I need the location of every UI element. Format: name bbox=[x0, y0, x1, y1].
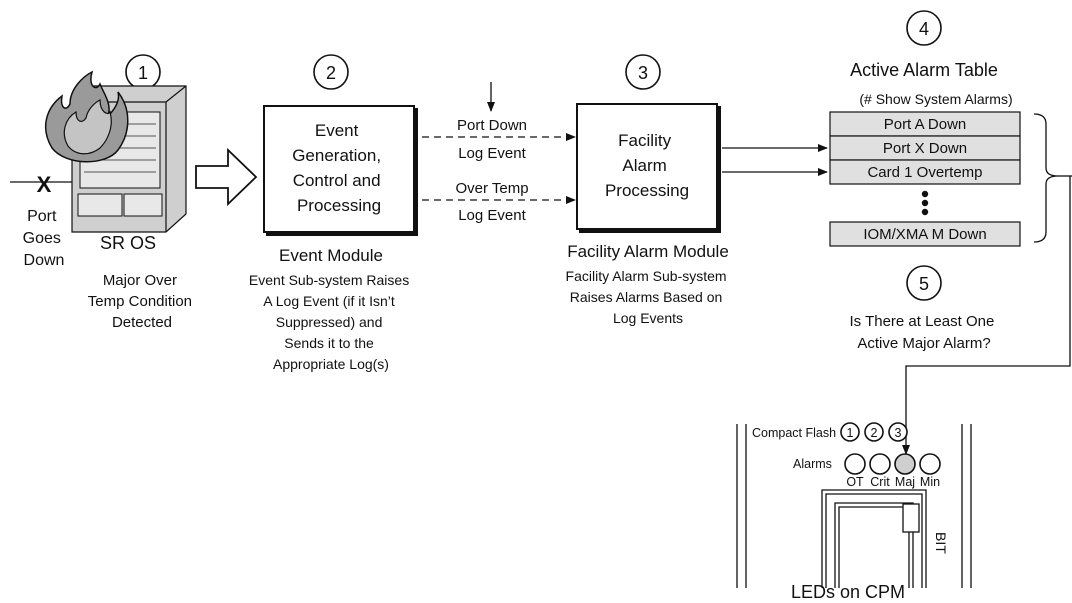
svg-text:2: 2 bbox=[871, 426, 878, 440]
svg-text:Card 1 Overtemp: Card 1 Overtemp bbox=[867, 164, 982, 181]
sr-os-caption: Major Over Temp Condition Detected bbox=[88, 272, 196, 331]
ellipsis-icon bbox=[921, 190, 929, 216]
cpm-panel bbox=[736, 424, 972, 588]
facility-module-caption: Facility Alarm Sub-system Raises Alarms … bbox=[566, 268, 731, 326]
step-5: 5 bbox=[906, 265, 942, 301]
flash-slot bbox=[888, 422, 908, 442]
event-box-text: Event Generation, Control and Processing bbox=[292, 121, 386, 215]
svg-text:4: 4 bbox=[919, 19, 929, 39]
facility-module-title: Facility Alarm Module bbox=[567, 242, 729, 261]
alarms-label: Alarms bbox=[793, 457, 832, 471]
x-mark-icon: X bbox=[37, 172, 52, 197]
port-failure-indicator: X bbox=[10, 172, 72, 197]
event-module-caption: Event Sub-system Raises A Log Event (if … bbox=[249, 272, 413, 372]
major-alarm-connector bbox=[902, 176, 1071, 455]
step-4: 4 bbox=[906, 10, 942, 46]
svg-text:Min: Min bbox=[920, 475, 940, 489]
alarm-table-row bbox=[829, 159, 1021, 185]
alarm-table-row bbox=[829, 111, 1021, 137]
port-label: Port Goes Down bbox=[23, 208, 66, 269]
led-maj bbox=[894, 453, 916, 475]
flash-slot bbox=[840, 422, 860, 442]
bit-port-icon bbox=[821, 489, 927, 588]
compact-flash-label: Compact Flash bbox=[752, 426, 836, 440]
log-event-label: Port Down bbox=[457, 117, 527, 134]
facility-box-text: Facility Alarm Processing bbox=[605, 131, 689, 200]
log-event-label: Over Temp bbox=[455, 180, 528, 197]
step-1: 1 bbox=[125, 54, 161, 90]
log-event-label: Log Event bbox=[458, 207, 526, 224]
event-module-title: Event Module bbox=[279, 246, 383, 265]
svg-text:Crit: Crit bbox=[870, 475, 890, 489]
alarm-table-row bbox=[829, 221, 1021, 247]
led-crit bbox=[869, 453, 891, 475]
log-event-label: Log Event bbox=[458, 145, 526, 162]
svg-text:Maj: Maj bbox=[895, 475, 915, 489]
svg-text:OT: OT bbox=[846, 475, 864, 489]
facility-alarm-box bbox=[576, 103, 718, 230]
svg-text:Port A Down: Port A Down bbox=[884, 116, 967, 133]
cpm-caption: LEDs on CPM bbox=[791, 582, 905, 602]
svg-text:2: 2 bbox=[326, 63, 336, 83]
svg-text:1: 1 bbox=[138, 63, 148, 83]
fire-icon bbox=[44, 70, 129, 163]
alarm-table-subtitle: (# Show System Alarms) bbox=[859, 91, 1012, 107]
led-ot bbox=[844, 453, 866, 475]
flow-arrow-icon bbox=[195, 147, 258, 207]
svg-text:IOM/XMA M Down: IOM/XMA M Down bbox=[863, 226, 986, 243]
svg-text:5: 5 bbox=[919, 274, 929, 294]
step-3: 3 bbox=[625, 54, 661, 90]
svg-text:3: 3 bbox=[895, 426, 902, 440]
led-min bbox=[919, 453, 941, 475]
alarm-table-row bbox=[829, 135, 1021, 161]
step-2: 2 bbox=[313, 54, 349, 90]
sr-os-title: SR OS bbox=[100, 233, 156, 253]
alarm-table-title: Active Alarm Table bbox=[850, 60, 998, 80]
question-text: Is There at Least One Active Major Alarm… bbox=[850, 313, 999, 352]
flash-slot bbox=[864, 422, 884, 442]
bit-label: BIT bbox=[933, 532, 949, 554]
svg-text:Port X Down: Port X Down bbox=[883, 140, 967, 157]
svg-text:1: 1 bbox=[847, 426, 854, 440]
svg-text:3: 3 bbox=[638, 63, 648, 83]
table-brace bbox=[1033, 113, 1059, 243]
